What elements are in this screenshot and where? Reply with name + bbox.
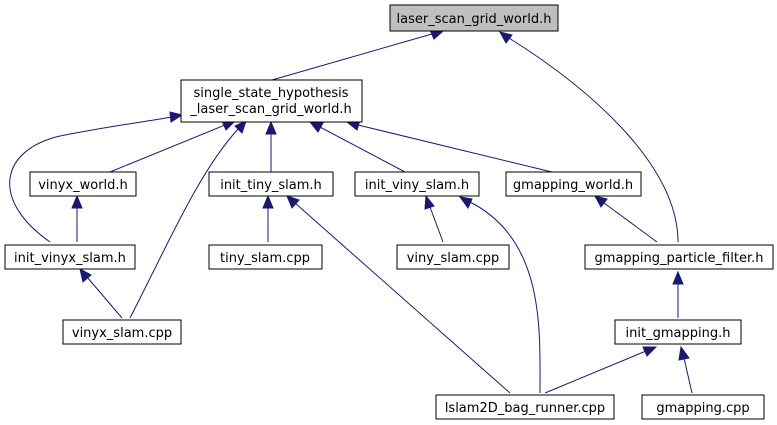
node-viny-slam-cpp[interactable]: viny_slam.cpp (396, 244, 510, 270)
node-label: gmapping_particle_filter.h (595, 251, 764, 266)
edge-gmapping-cpp-to-init-gmapping (678, 345, 693, 394)
node-label: gmapping.cpp (656, 401, 749, 416)
node-label: vinyx_world.h (38, 178, 128, 193)
node-vinyx-world-h[interactable]: vinyx_world.h (29, 171, 137, 197)
node-label: init_tiny_slam.h (220, 178, 322, 193)
node-laser-scan-grid-world-h[interactable]: laser_scan_grid_world.h (389, 4, 559, 32)
nodes: laser_scan_grid_world.h single_state_hyp… (4, 4, 774, 420)
edge-init-tiny-slam-to-single-state-hypothesis (265, 120, 277, 172)
edge-single-state-hypothesis-to-laser-scan-grid-world (271, 29, 445, 81)
edge-vinyx-slam-cpp-to-init-vinyx-slam (79, 268, 123, 319)
edge-gmapping-particle-filter-to-gmapping-world (594, 195, 658, 243)
node-label-line-2: _laser_scan_grid_world.h (189, 102, 351, 117)
node-box (641, 394, 765, 420)
node-box (62, 319, 182, 345)
node-label: viny_slam.cpp (407, 251, 500, 266)
node-gmapping-world-h[interactable]: gmapping_world.h (505, 171, 642, 197)
node-box (354, 171, 480, 197)
edge-tiny-slam-cpp-to-init-tiny-slam (262, 194, 274, 242)
node-vinyx-slam-cpp[interactable]: vinyx_slam.cpp (62, 319, 182, 345)
node-single-state-hypothesis-laser-scan-grid-world-h[interactable]: single_state_hypothesis _laser_scan_grid… (180, 79, 363, 123)
node-label: gmapping_world.h (513, 178, 633, 193)
node-box (180, 79, 363, 123)
node-tiny-slam-cpp[interactable]: tiny_slam.cpp (208, 244, 323, 270)
node-init-gmapping-h[interactable]: init_gmapping.h (614, 319, 742, 345)
edge-lslam2d-bag-runner-to-init-tiny-slam (286, 195, 511, 394)
edge-lslam2d-bag-runner-to-init-viny-slam (458, 196, 541, 394)
node-box (4, 244, 136, 270)
node-gmapping-particle-filter-h[interactable]: gmapping_particle_filter.h (584, 244, 774, 270)
node-box (396, 244, 510, 270)
node-init-tiny-slam-h[interactable]: init_tiny_slam.h (208, 171, 334, 197)
edge-vinyx-world-to-single-state-hypothesis (109, 120, 237, 173)
node-label: init_gmapping.h (626, 326, 731, 341)
node-box (505, 171, 642, 197)
edge-init-gmapping-to-gmapping-particle-filter (672, 270, 684, 318)
node-init-viny-slam-h[interactable]: init_viny_slam.h (354, 171, 480, 197)
edge-init-vinyx-slam-to-vinyx-world (71, 194, 83, 242)
edge-vinyx-slam-cpp-to-single-state-hypothesis (129, 120, 247, 319)
edge-gmapping-world-to-single-state-hypothesis (345, 119, 553, 173)
node-label-line-1: single_state_hypothesis (193, 86, 348, 101)
edge-gmapping-particle-filter-to-laser-scan-grid-world (499, 31, 679, 243)
edge-init-vinyx-slam-to-single-state-hypothesis (9, 111, 184, 243)
node-box (435, 394, 615, 420)
node-label: laser_scan_grid_world.h (397, 12, 552, 27)
node-label: vinyx_slam.cpp (72, 326, 172, 341)
node-label: tiny_slam.cpp (220, 251, 310, 266)
node-label: init_viny_slam.h (365, 178, 469, 193)
node-label: lslam2D_bag_runner.cpp (445, 401, 605, 416)
node-init-vinyx-slam-h[interactable]: init_vinyx_slam.h (4, 244, 136, 270)
edge-viny-slam-cpp-to-init-viny-slam (424, 194, 444, 243)
edges (9, 29, 693, 394)
node-box (29, 171, 137, 197)
node-lslam2d-bag-runner-cpp[interactable]: lslam2D_bag_runner.cpp (435, 394, 615, 420)
node-box (584, 244, 774, 270)
edge-lslam2d-bag-runner-to-init-gmapping (544, 346, 658, 394)
node-box (614, 319, 742, 345)
node-box (389, 4, 559, 32)
node-label: init_vinyx_slam.h (14, 251, 126, 266)
node-box (208, 171, 334, 197)
node-gmapping-cpp[interactable]: gmapping.cpp (641, 394, 765, 420)
node-box (208, 244, 323, 270)
